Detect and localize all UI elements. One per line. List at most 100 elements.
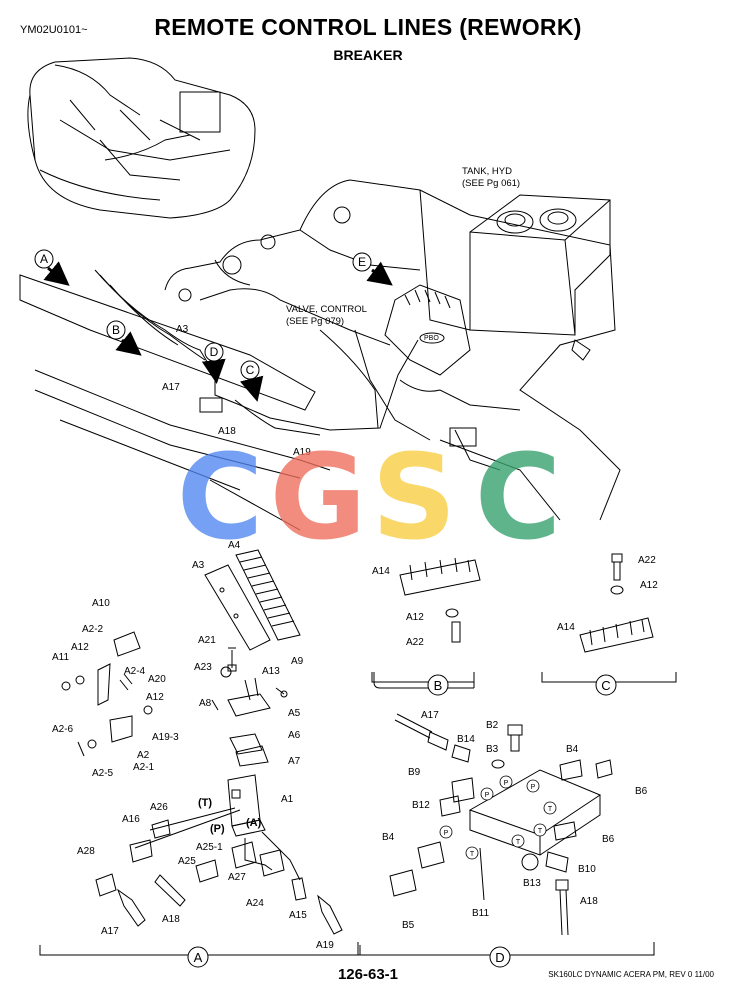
tank-note-line1: TANK, HYD	[462, 166, 512, 177]
watermark-letter-g: G	[270, 428, 367, 566]
valve-note-line2: (SEE Pg 079)	[286, 316, 344, 327]
label-a9: A9	[291, 656, 304, 667]
label-a26: A26	[150, 802, 168, 813]
label-a19-top: A19	[293, 447, 311, 458]
detail-d-marker: D	[495, 950, 504, 965]
view-arrows	[43, 261, 393, 402]
label-a2-1: A2-1	[133, 762, 155, 773]
detail-b-marker: B	[434, 678, 443, 693]
machine-frame-drawing	[19, 179, 621, 531]
label-port-t: (T)	[198, 797, 212, 809]
label-a2-2: A2-2	[82, 624, 104, 635]
port-t-4: T	[516, 839, 521, 846]
label-a13: A13	[262, 666, 280, 677]
callout-b: B	[112, 323, 120, 337]
label-a1: A1	[281, 794, 294, 805]
tank-note-line2: (SEE Pg 061)	[462, 178, 520, 189]
label-b14: B14	[457, 734, 475, 745]
detail-c-marker: C	[601, 678, 610, 693]
label-a2-6: A2-6	[52, 724, 74, 735]
label-a12-c: A12	[640, 580, 658, 591]
detail-a-drawing	[39, 549, 361, 956]
label-b9: B9	[408, 767, 421, 778]
callout-circles	[34, 249, 372, 380]
label-a12-left: A12	[71, 642, 89, 653]
label-a2-5: A2-5	[92, 768, 114, 779]
label-a4: A4	[228, 540, 241, 551]
label-a2-4: A2-4	[124, 666, 146, 677]
port-p-3: P	[485, 792, 490, 799]
page-title: REMOTE CONTROL LINES (REWORK)	[154, 14, 582, 40]
pbo-label: PBO	[424, 335, 439, 342]
label-a16: A16	[122, 814, 140, 825]
port-p-2: P	[531, 784, 536, 791]
label-a18: A18	[162, 914, 180, 925]
label-a24: A24	[246, 898, 264, 909]
callout-a: A	[40, 252, 48, 266]
label-a18-d: A18	[580, 896, 598, 907]
model-revision: SK160LC DYNAMIC ACERA PM, REV 0 11/00	[548, 970, 714, 979]
label-a21: A21	[198, 635, 216, 646]
label-a8: A8	[199, 698, 212, 709]
watermark-letter-c1: C	[177, 428, 264, 566]
label-a28: A28	[77, 846, 95, 857]
label-a14-b: A14	[372, 566, 390, 577]
detail-c-drawing	[541, 553, 677, 683]
label-b6-right: B6	[602, 834, 615, 845]
label-b11: B11	[472, 908, 489, 919]
label-a6: A6	[288, 730, 301, 741]
detail-c-marker-circle	[595, 674, 617, 696]
label-a27: A27	[228, 872, 246, 883]
label-a25: A25	[178, 856, 196, 867]
label-a17-d: A17	[421, 710, 439, 721]
callout-d: D	[210, 345, 219, 359]
detail-b-marker-circle	[427, 674, 449, 696]
label-b13: B13	[523, 878, 541, 889]
document-code: YM02U0101~	[20, 24, 88, 36]
label-b6-top: B6	[635, 786, 648, 797]
label-a2: A2	[137, 750, 150, 761]
page-number: 126-63-1	[337, 966, 399, 983]
label-b3: B3	[486, 744, 499, 755]
label-a17-top: A17	[162, 382, 180, 393]
label-b4-left: B4	[382, 832, 395, 843]
callout-c: C	[246, 363, 255, 377]
watermark-letter-c2: C	[475, 428, 562, 566]
label-b5: B5	[402, 920, 415, 931]
watermark-letter-s: S	[372, 428, 457, 566]
label-a22-b: A22	[406, 637, 424, 648]
label-a19-3: A19-3	[152, 732, 179, 743]
label-port-a: (A)	[246, 817, 262, 829]
label-a15: A15	[289, 910, 307, 921]
label-a3-top: A3	[176, 324, 189, 335]
label-b12: B12	[412, 800, 430, 811]
label-a19: A19	[316, 940, 334, 951]
label-b10: B10	[578, 864, 596, 875]
detail-b-drawing	[371, 557, 481, 689]
port-markers	[439, 775, 557, 860]
cgsc-watermark: C G S C	[177, 428, 562, 566]
label-b2: B2	[486, 720, 499, 731]
label-a23: A23	[194, 662, 212, 673]
port-t-3: T	[470, 851, 475, 858]
label-a25-1: A25-1	[196, 842, 223, 853]
label-a20: A20	[148, 674, 166, 685]
page-subtitle: BREAKER	[333, 47, 403, 63]
label-a22-c: A22	[638, 555, 656, 566]
valve-note-line1: VALVE, CONTROL	[286, 304, 367, 315]
port-t-2: T	[538, 828, 543, 835]
detail-a-marker-circle	[187, 946, 209, 968]
label-a5: A5	[288, 708, 301, 719]
label-a18-top: A18	[218, 426, 236, 437]
label-a17: A17	[101, 926, 119, 937]
label-a7: A7	[288, 756, 301, 767]
label-a3: A3	[192, 560, 205, 571]
port-p-1: P	[504, 780, 509, 787]
label-a10: A10	[92, 598, 110, 609]
excavator-overview-drawing	[27, 57, 256, 219]
detail-d-drawing	[357, 713, 655, 956]
label-b4-top: B4	[566, 744, 579, 755]
callout-e: E	[358, 255, 366, 269]
label-a14-c: A14	[557, 622, 575, 633]
